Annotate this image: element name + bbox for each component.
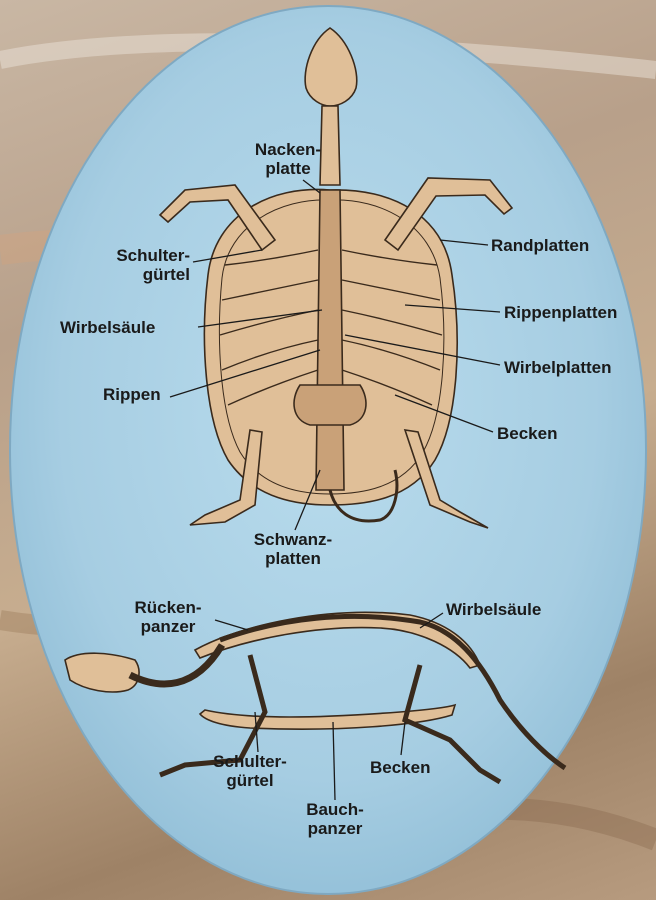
label-rippen: Rippen [103,385,161,404]
skull-top [305,28,357,106]
label-nackenplatte-line1: Nacken- [238,140,338,159]
pelvis-top [294,385,366,425]
label-rippenplatten: Rippenplatten [504,303,617,322]
label-schultergurtel-side-line2: gürtel [200,771,300,790]
label-wirbelsaule-top: Wirbelsäule [60,318,155,337]
label-schwanzplatten: Schwanz- platten [238,530,348,568]
turtle-top-view [160,28,512,528]
label-bauchpanzer-line2: panzer [285,819,385,838]
label-schultergurtel-side: Schulter- gürtel [200,752,300,790]
left-front-limb [160,185,275,250]
label-becken-top: Becken [497,424,557,443]
turtle-side-view [65,612,565,782]
spine-top [316,190,344,490]
label-ruckenpanzer: Rücken- panzer [118,598,218,636]
carapace-side [195,612,480,668]
label-schultergurtel-top-line1: Schulter- [90,246,190,265]
label-schultergurtel-side-line1: Schulter- [200,752,300,771]
label-schwanzplatten-line2: platten [238,549,348,568]
label-schultergurtel-top-line2: gürtel [90,265,190,284]
label-ruckenpanzer-line2: panzer [118,617,218,636]
label-bauchpanzer: Bauch- panzer [285,800,385,838]
label-schwanzplatten-line1: Schwanz- [238,530,348,549]
label-bauchpanzer-line1: Bauch- [285,800,385,819]
label-schultergurtel-top: Schulter- gürtel [90,246,190,284]
label-wirbelsaule-side: Wirbelsäule [446,600,541,619]
label-wirbelplatten: Wirbelplatten [504,358,612,377]
label-randplatten: Randplatten [491,236,589,255]
skull-side [65,653,139,692]
label-becken-side: Becken [370,758,430,777]
spine-side [220,616,565,768]
label-nackenplatte-line2: platte [238,159,338,178]
label-ruckenpanzer-line1: Rücken- [118,598,218,617]
label-nackenplatte: Nacken- platte [238,140,338,178]
